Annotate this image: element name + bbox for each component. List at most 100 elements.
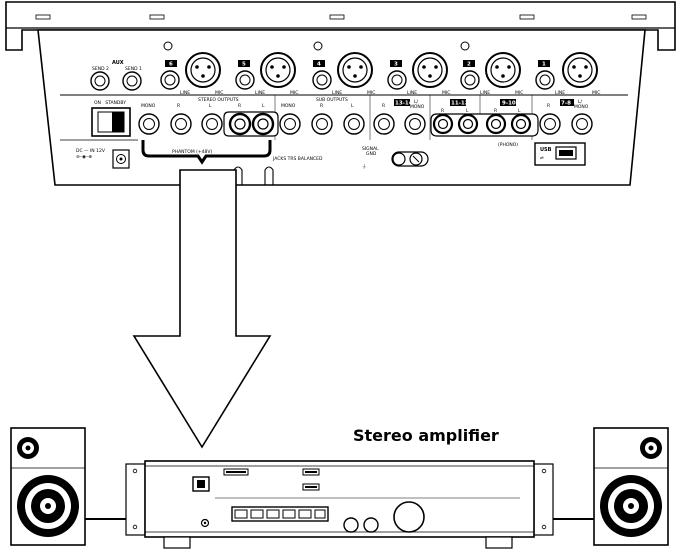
amplifier-indicator-led xyxy=(200,518,210,528)
channel-4-xlr-jack[interactable] xyxy=(337,52,373,88)
channel-2-mic-label: MIC xyxy=(515,90,523,96)
sub-r-jack[interactable] xyxy=(311,113,333,135)
sub-l-jack[interactable] xyxy=(343,113,365,135)
left-speaker-tweeter-icon xyxy=(17,437,39,459)
channel-1-xlr-jack[interactable] xyxy=(562,52,598,88)
ch1314-r-label: R xyxy=(382,103,385,109)
stereo-l-label: L xyxy=(209,103,212,109)
channel-4-mic-label: MIC xyxy=(367,90,375,96)
channel-6-number: 6 xyxy=(169,62,173,68)
jacks-trs-label: JACKS TRS BALANCED xyxy=(272,156,323,162)
power-section: ON STANDBY DC — IN 12V ⊖–◉–⊕ xyxy=(76,100,131,169)
ch1112-r-label: R xyxy=(441,108,444,114)
input-channels: 6 LINE MIC 5 LINE MIC 4 LINE MIC xyxy=(160,41,600,96)
aux-section: AUX SEND 2 SEND 1 xyxy=(90,60,142,91)
dc-in-label: DC — IN 12V xyxy=(76,148,106,154)
usb-label: USB xyxy=(540,147,552,153)
channel-5-mic-label: MIC xyxy=(290,90,298,96)
amplifier-selector-buttons[interactable] xyxy=(231,506,329,522)
channel-9-10-number: 9-10 xyxy=(502,101,516,107)
ch1112-l-label: L xyxy=(466,108,469,114)
rca-inputs-section: 11-12 R L 9-10 R L (PHONO) xyxy=(430,99,539,148)
stereo-l-jack[interactable] xyxy=(201,113,223,135)
amplifier-power-button[interactable] xyxy=(192,476,210,492)
ch1314-r-jack[interactable] xyxy=(373,113,395,135)
phantom-label: PHANTOM (+48V) xyxy=(172,149,212,155)
channel-2-number: 2 xyxy=(467,62,471,68)
channel-1-line-jack[interactable] xyxy=(535,70,555,90)
channel-6-mic-label: MIC xyxy=(215,90,223,96)
right-speaker-woofer-icon xyxy=(600,475,662,537)
channel-5-line-label: LINE xyxy=(255,90,265,96)
channel-5: 5 LINE MIC xyxy=(235,52,298,96)
sub-mono-label: MONO xyxy=(281,103,296,109)
power-switch[interactable] xyxy=(91,107,131,137)
channel-4-line-jack[interactable] xyxy=(312,70,332,90)
channel-1-mic-label: MIC xyxy=(592,90,600,96)
stereo-mono-label: MONO xyxy=(141,103,156,109)
ch78-l-jack[interactable] xyxy=(571,113,593,135)
send2-label: SEND 2 xyxy=(92,66,109,72)
ch1314-l-mono-label: L/MONO xyxy=(410,99,425,110)
ch78-l-mono-label: L/MONO xyxy=(574,99,589,110)
channel-3-mic-label: MIC xyxy=(442,90,450,96)
amplifier-small-knob-2[interactable] xyxy=(363,517,379,533)
signal-gnd-terminal[interactable] xyxy=(391,151,429,167)
dc-in-jack[interactable] xyxy=(112,149,130,169)
stereo-r-jack[interactable] xyxy=(170,113,192,135)
channel-2-line-jack[interactable] xyxy=(460,70,480,90)
stereo-r-label: R xyxy=(177,103,180,109)
channel-13-14-section: 13-14 R L/MONO xyxy=(373,99,426,135)
sub-r-label: R xyxy=(320,103,323,109)
channel-6-xlr-jack[interactable] xyxy=(185,52,221,88)
channel-3-xlr-jack[interactable] xyxy=(412,52,448,88)
amplifier-volume-knob[interactable] xyxy=(393,501,425,533)
ground-icon: ⏚ xyxy=(362,163,367,170)
channel-7-8-number: 7-8 xyxy=(561,101,571,107)
channel-2: 2 LINE MIC xyxy=(460,41,523,96)
channel-3-number: 3 xyxy=(394,62,398,68)
channel-5-xlr-jack[interactable] xyxy=(260,52,296,88)
amplifier-small-knob-1[interactable] xyxy=(343,517,359,533)
send2-jack[interactable] xyxy=(90,71,110,91)
channel-1-number: 1 xyxy=(542,62,546,68)
phono-label: (PHONO) xyxy=(498,142,518,148)
channel-5-line-jack[interactable] xyxy=(235,70,255,90)
ch78-r-jack[interactable] xyxy=(539,113,561,135)
channel-2-line-label: LINE xyxy=(480,90,490,96)
channel-7-8-section: 7-8 R L/MONO xyxy=(539,99,593,135)
channel-3-line-jack[interactable] xyxy=(387,70,407,90)
ch78-r-label: R xyxy=(547,103,550,109)
aux-label: AUX xyxy=(112,60,124,66)
connection-arrow xyxy=(132,169,272,449)
usb-icon: ⇌ xyxy=(540,156,544,161)
usb-port[interactable] xyxy=(555,146,577,160)
channel-3: 3 LINE MIC xyxy=(387,52,450,96)
stereo-outputs-section: STEREO OUTPUTS MONO R L R L PHANTOM (+48… xyxy=(138,97,323,165)
send1-jack[interactable] xyxy=(122,71,142,91)
channel-2-xlr-jack[interactable] xyxy=(485,52,521,88)
sub-l-label: L xyxy=(351,103,354,109)
ch1314-l-jack[interactable] xyxy=(404,113,426,135)
channel-6-line-label: LINE xyxy=(180,90,190,96)
sub-mono-jack[interactable] xyxy=(279,113,301,135)
ch910-r-label: R xyxy=(494,108,497,114)
dc-polarity-icon: ⊖–◉–⊕ xyxy=(76,155,92,160)
channel-13-14-number: 13-14 xyxy=(395,101,413,107)
channel-1-line-label: LINE xyxy=(555,90,565,96)
channel-6-line-jack[interactable] xyxy=(160,70,180,90)
stereo-amplifier: Stereo amplifier xyxy=(125,426,554,549)
channel-6: 6 LINE MIC xyxy=(160,41,223,96)
stereo-mono-jack[interactable] xyxy=(138,113,160,135)
stereo-rca-pair[interactable] xyxy=(223,111,279,137)
sub-outputs-label: SUB OUTPUTS xyxy=(316,97,348,103)
channel-5-number: 5 xyxy=(242,62,246,68)
channel-4-line-label: LINE xyxy=(332,90,342,96)
on-standby-label: ON STANDBY xyxy=(94,100,126,106)
stereo-rca-r-label: R xyxy=(238,103,241,109)
left-speaker xyxy=(10,427,86,546)
rca-input-group[interactable] xyxy=(430,113,539,137)
